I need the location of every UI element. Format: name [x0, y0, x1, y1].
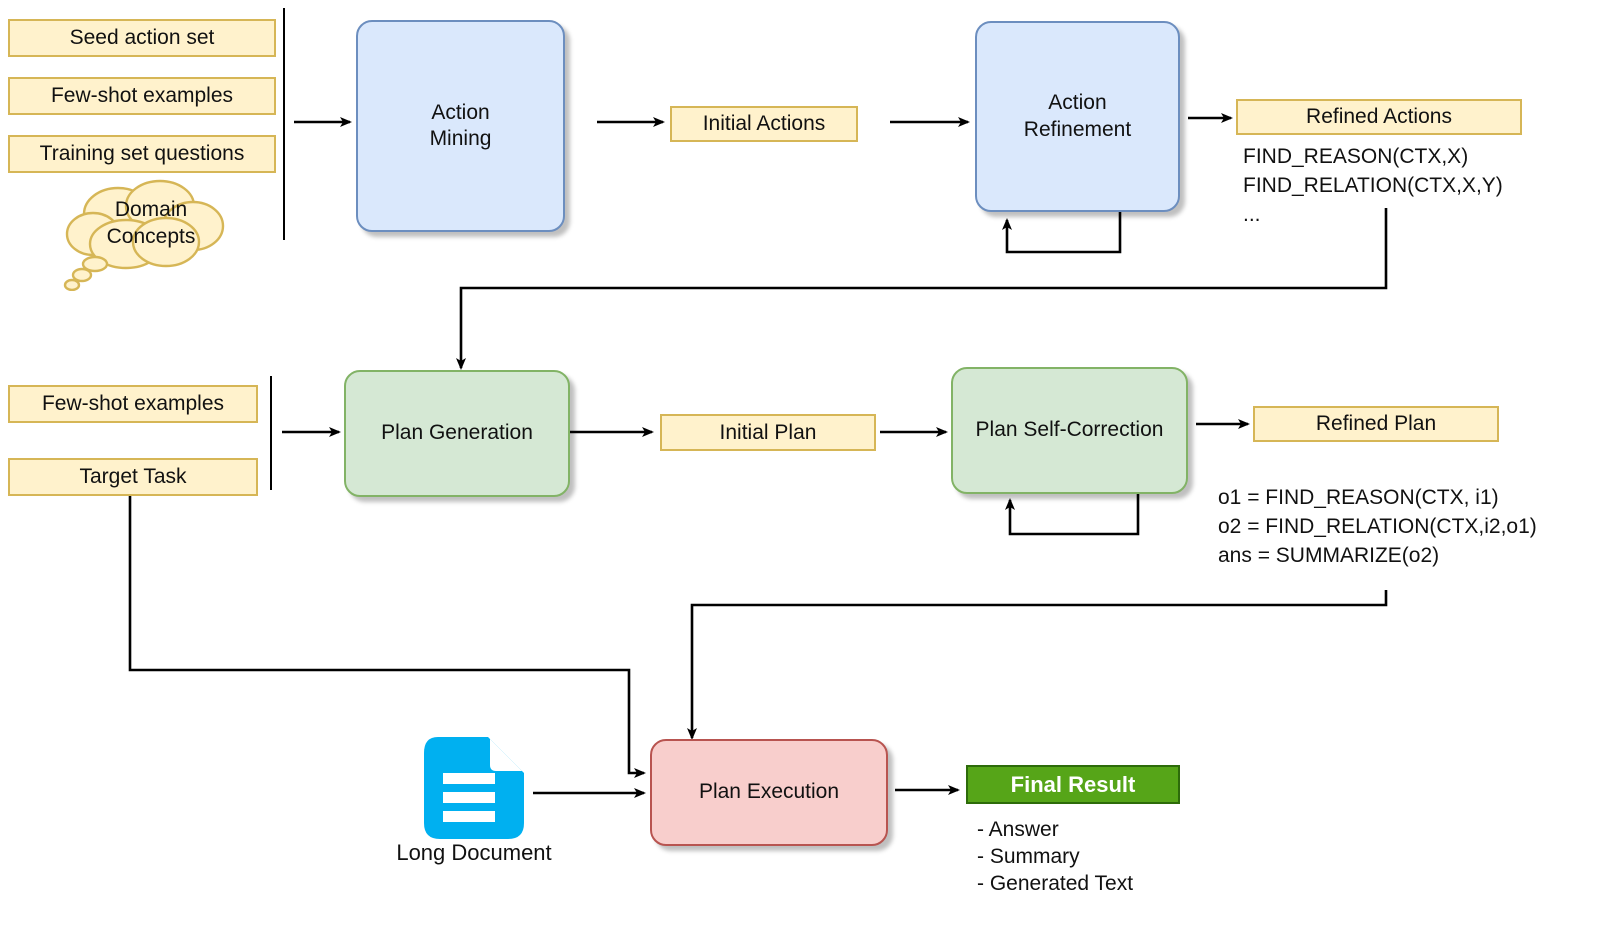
chip-label: Seed action set: [69, 26, 215, 50]
chip-refined-actions[interactable]: Refined Actions: [1236, 99, 1522, 135]
plan-self-correction-box[interactable]: Plan Self-Correction: [951, 367, 1188, 494]
chip-training-set-questions[interactable]: Training set questions: [8, 135, 276, 173]
action-refinement-line-1: Action: [1048, 91, 1107, 115]
plan-execution-box[interactable]: Plan Execution: [650, 739, 888, 846]
row2-input-divider: [270, 376, 272, 490]
chip-refined-plan[interactable]: Refined Plan: [1253, 406, 1499, 442]
domain-concepts-text: Domain Concepts: [56, 196, 246, 250]
chip-label: Refined Plan: [1315, 412, 1437, 436]
plan-generation-label: Plan Generation: [381, 421, 533, 445]
chip-initial-actions[interactable]: Initial Actions: [670, 106, 858, 142]
chip-few-shot-examples-row2[interactable]: Few-shot examples: [8, 385, 258, 423]
chip-label: Few-shot examples: [41, 392, 225, 416]
final-result-items: - Answer - Summary - Generated Text: [977, 818, 1134, 895]
action-refinement-box[interactable]: Action Refinement: [975, 21, 1180, 212]
action-mining-box[interactable]: Action Mining: [356, 20, 565, 232]
action-mining-line-1: Action: [431, 100, 490, 124]
domain-concepts-cloud: Domain Concepts: [56, 176, 246, 292]
cloud-line-1: Domain: [114, 198, 188, 221]
chip-few-shot-examples-row1[interactable]: Few-shot examples: [8, 77, 276, 115]
cloud-shape-icon: [63, 179, 225, 292]
final-result-box[interactable]: Final Result: [966, 765, 1180, 804]
chip-label: Refined Actions: [1306, 105, 1452, 129]
refined-actions-code: FIND_REASON(CTX,X) FIND_RELATION(CTX,X,Y…: [1243, 145, 1503, 226]
chip-seed-action-set[interactable]: Seed action set: [8, 19, 276, 57]
arrow-refined-actions-to-plan-generation: [456, 208, 1388, 370]
chip-target-task[interactable]: Target Task: [8, 458, 258, 496]
action-refinement-line-2: Refinement: [1023, 117, 1132, 141]
chip-label: Target Task: [79, 465, 187, 489]
chip-label: Initial Actions: [702, 112, 826, 136]
chip-initial-plan[interactable]: Initial Plan: [660, 414, 876, 451]
final-result-label: Final Result: [1010, 771, 1136, 797]
chip-label: Initial Plan: [719, 420, 817, 444]
arrow-refined-plan-to-plan-execution: [687, 590, 1388, 740]
long-document-icon: [424, 737, 524, 839]
refined-plan-code: o1 = FIND_REASON(CTX, i1) o2 = FIND_RELA…: [1218, 486, 1537, 567]
plan-self-correction-label: Plan Self-Correction: [975, 418, 1164, 442]
plan-generation-box[interactable]: Plan Generation: [344, 370, 570, 497]
document-icon: [424, 737, 524, 839]
plan-execution-label: Plan Execution: [698, 780, 840, 804]
chip-label: Training set questions: [39, 142, 245, 166]
arrow-refinement-self-loop: [1002, 212, 1122, 254]
arrow-self-correction-self-loop: [1005, 494, 1140, 536]
row1-input-divider: [283, 8, 285, 240]
chip-label: Few-shot examples: [50, 84, 234, 108]
cloud-line-2: Concepts: [106, 225, 196, 248]
arrow-target-task-to-plan-execution: [128, 494, 646, 778]
long-document-caption: Long Document: [396, 840, 552, 865]
action-mining-line-2: Mining: [429, 127, 492, 150]
